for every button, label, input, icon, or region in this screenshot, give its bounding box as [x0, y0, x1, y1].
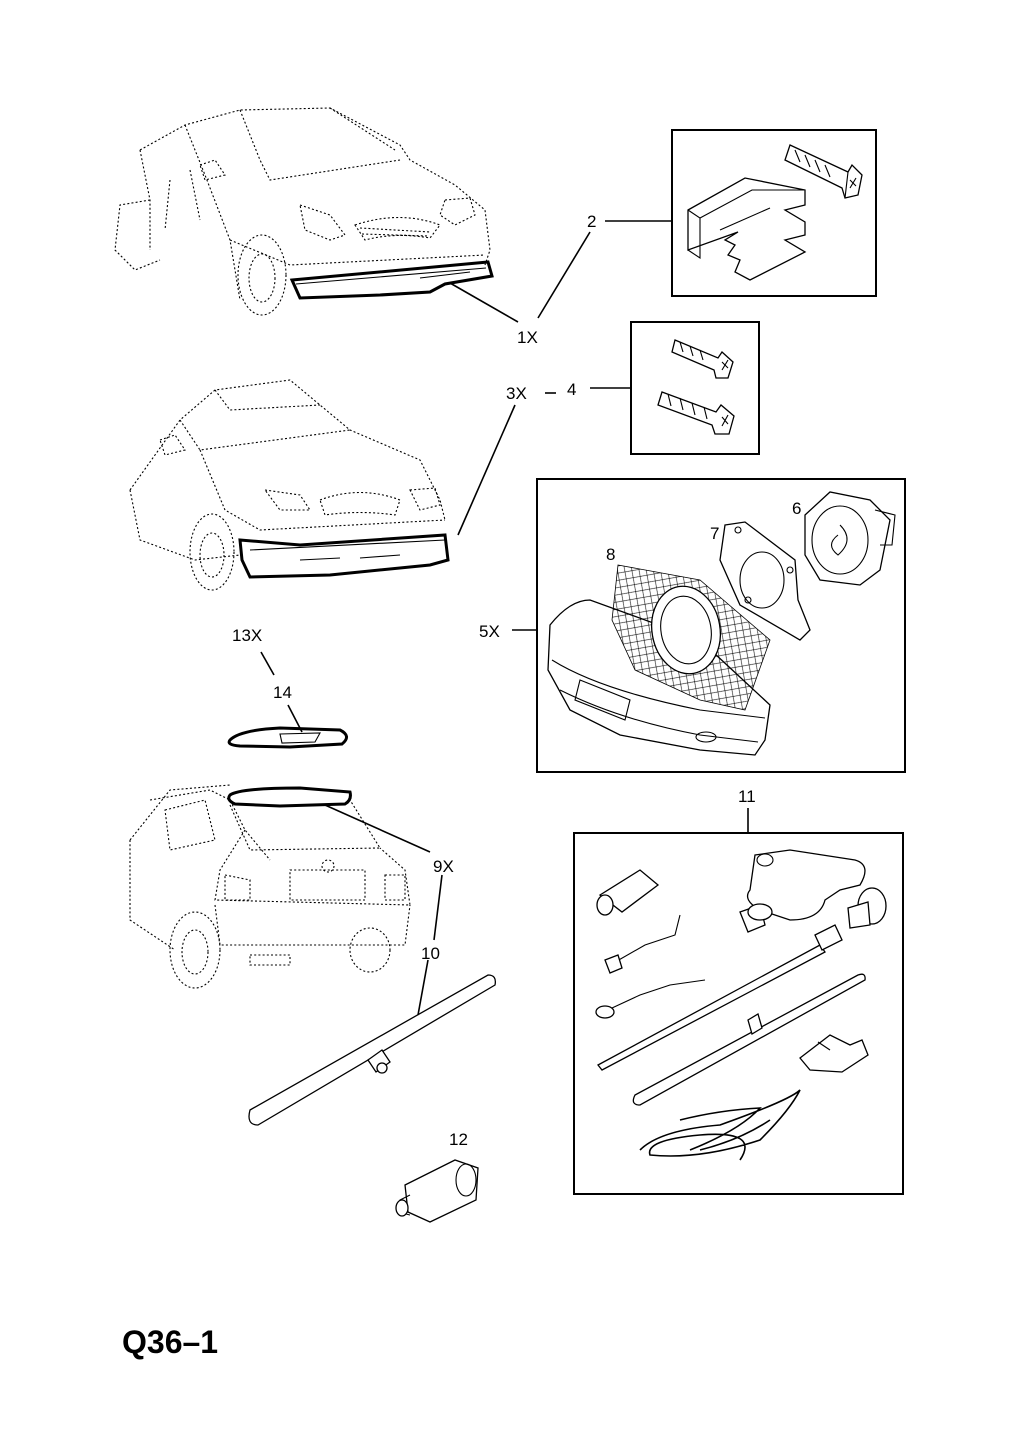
wire-terminal-part: [604, 914, 681, 974]
callout-labels: 1X 2 3X 4 5X 6 7 8 9X 10 11 12 13X 14: [232, 212, 801, 1149]
badge-part: [227, 726, 348, 749]
car-front-view-2: [129, 379, 450, 591]
callout-4: 4: [567, 380, 576, 399]
callout-10: 10: [421, 944, 440, 963]
switch-part: [739, 849, 866, 933]
rear-strip-part: [248, 974, 496, 1126]
ring-terminal-part: [595, 979, 706, 1019]
screw-part-4a: [671, 339, 734, 379]
callout-14: 14: [273, 683, 292, 702]
car-front-view-1: [114, 107, 494, 316]
connector-part: [596, 869, 660, 916]
callout-3x: 3X: [506, 384, 527, 403]
part-box-5: [536, 478, 906, 773]
lamp-bracket-part: [719, 521, 811, 641]
fog-lamp-part: [804, 491, 896, 586]
callout-7: 7: [710, 524, 719, 543]
screw-part-2: [784, 144, 863, 199]
callout-2: 2: [587, 212, 596, 231]
relay-clip-part: [799, 1034, 869, 1073]
callout-11: 11: [738, 787, 756, 806]
cable-tie-part: [597, 924, 843, 1071]
long-strip-part: [632, 973, 866, 1106]
diagram-reference: Q36–1: [122, 1324, 218, 1360]
car-rear-view: [129, 784, 411, 989]
part-box-2: [671, 129, 877, 297]
plug-part: [395, 1159, 479, 1223]
callout-8: 8: [606, 545, 615, 564]
callout-9x: 9X: [433, 857, 454, 876]
bracket-clip-part: [687, 177, 807, 281]
part-box-4: [630, 321, 760, 455]
part-box-11: [573, 832, 904, 1195]
callout-12: 12: [449, 1130, 468, 1149]
callout-5x: 5X: [479, 622, 500, 641]
callout-6: 6: [792, 499, 801, 518]
callout-1x: 1X: [517, 328, 538, 347]
callout-13x: 13X: [232, 626, 262, 645]
leader-lines: [260, 220, 749, 1016]
screw-part-4b: [657, 391, 735, 435]
fog-lamp-ring-part: [651, 585, 721, 675]
wire-loom-part: [639, 1089, 801, 1161]
small-clip-part: [847, 887, 887, 929]
